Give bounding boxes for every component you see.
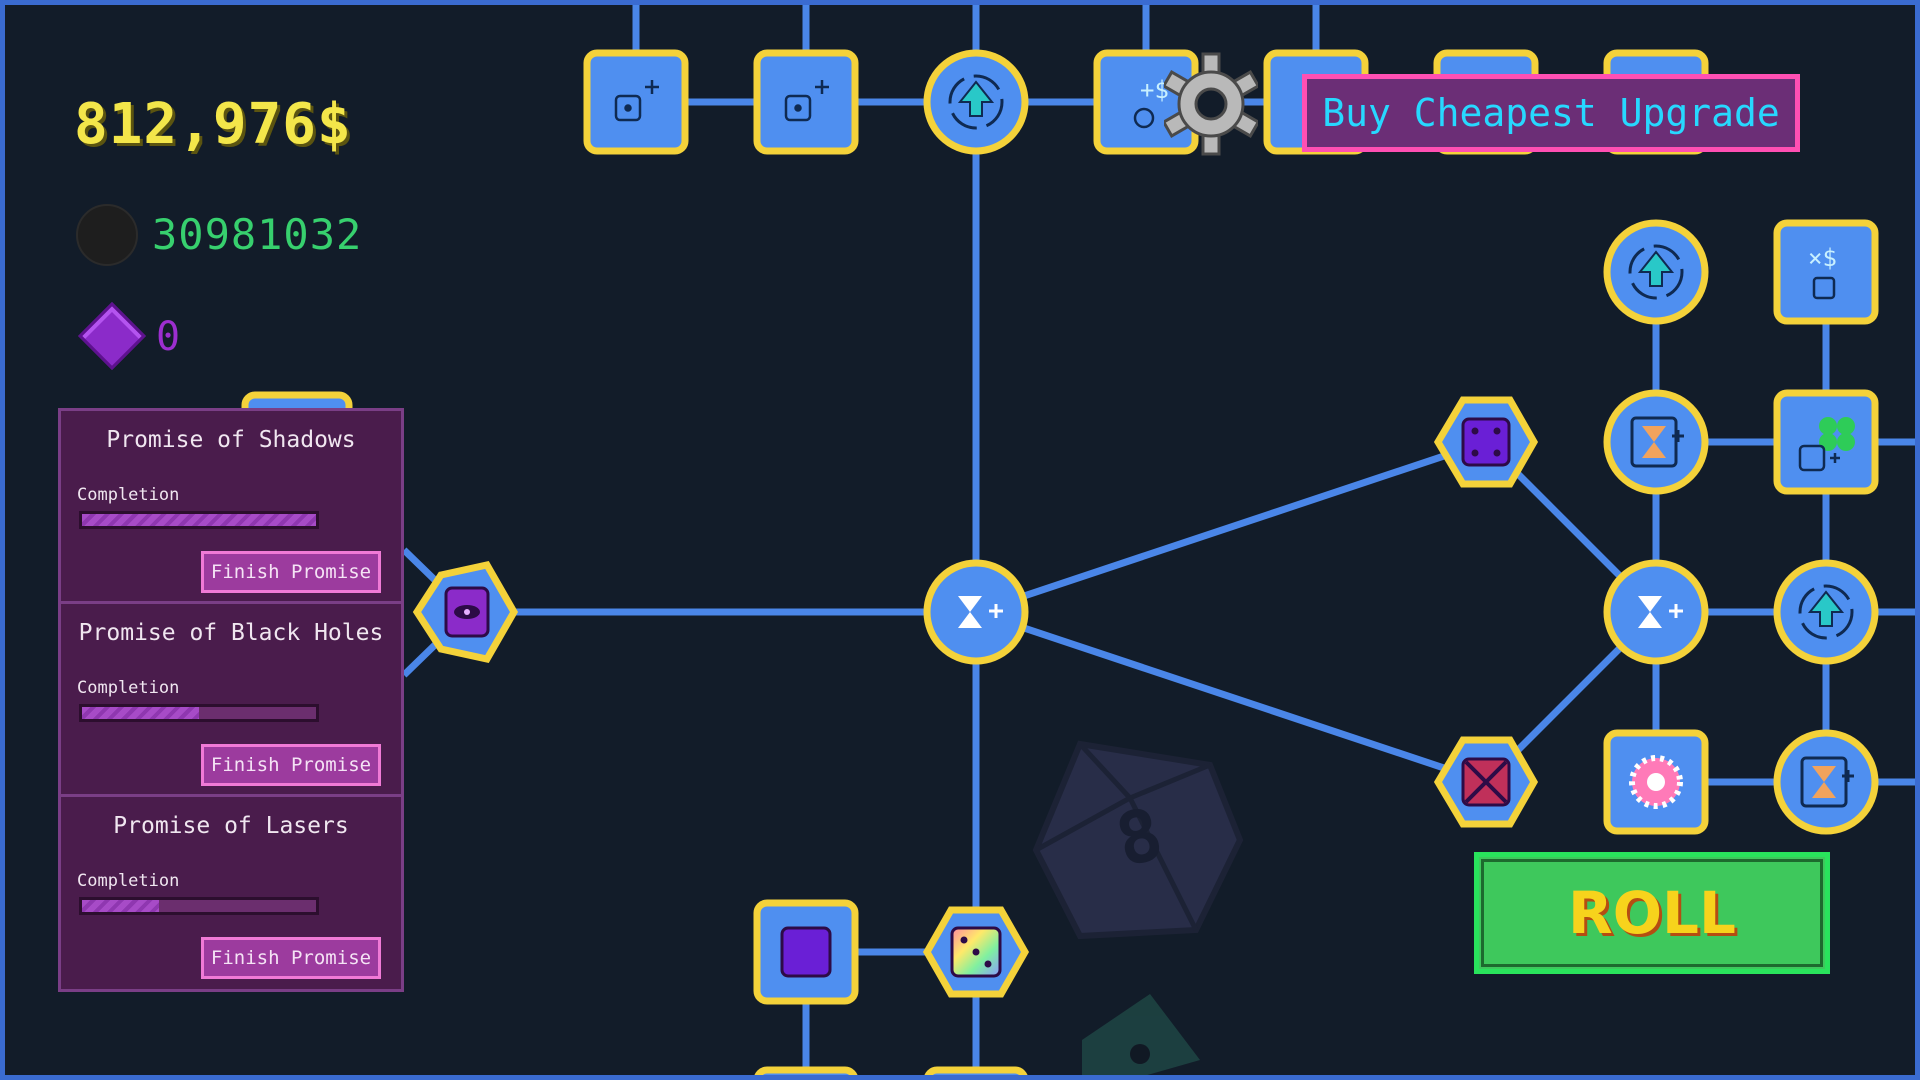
node-hourglass-upgrade[interactable] <box>1603 389 1709 495</box>
hourglass-plus-icon <box>1638 596 1683 628</box>
node-dice-upgrade[interactable] <box>583 49 689 155</box>
node-reroll-right[interactable] <box>1603 219 1709 325</box>
promise-card: Promise of Shadows Completion Finish Pro… <box>61 411 401 604</box>
reroll-arrow-icon <box>1628 244 1684 300</box>
hourglass-plus-icon <box>1630 416 1684 468</box>
node-partial-bottom[interactable] <box>753 1066 859 1080</box>
promise-title: Promise of Black Holes <box>78 620 384 646</box>
multiplier-dollar-icon: +$ <box>1133 76 1169 129</box>
promise-progress-fill <box>82 900 160 912</box>
svg-text:+$: +$ <box>1140 76 1169 104</box>
promise-completion-label: Completion <box>77 871 180 891</box>
reroll-arrow-icon <box>948 74 1004 130</box>
finish-promise-button[interactable]: Finish Promise <box>201 937 381 979</box>
money-counter: 812,976$ <box>74 92 352 157</box>
promise-progress-fill <box>82 707 199 719</box>
background-die: 8 <box>1032 740 1244 940</box>
node-purple-die[interactable] <box>1433 396 1539 488</box>
reroll-arrow-icon <box>1798 584 1854 640</box>
promise-progress-bar <box>79 511 319 529</box>
crossed-die-icon <box>1461 757 1511 807</box>
dice-currency-icon <box>76 204 138 266</box>
promise-card: Promise of Black Holes Completion Finish… <box>61 604 401 797</box>
dice-plus-icon <box>614 80 659 122</box>
hourglass-plus-icon <box>1800 756 1854 808</box>
svg-text:×$: ×$ <box>1808 244 1837 272</box>
node-crossed-die[interactable] <box>1433 736 1539 828</box>
eye-icon <box>444 586 490 638</box>
node-eye-upgrade[interactable] <box>412 561 519 663</box>
node-reroll-upgrade[interactable] <box>923 49 1029 155</box>
node-partial-bottom[interactable] <box>923 1066 1029 1080</box>
node-dice-upgrade[interactable] <box>753 49 859 155</box>
node-multiplier-dice[interactable]: ×$ <box>1773 219 1879 325</box>
rainbow-die-icon <box>950 926 1002 978</box>
finish-promise-button[interactable]: Finish Promise <box>201 551 381 593</box>
node-hourglass-center[interactable] <box>923 559 1029 665</box>
hourglass-plus-icon <box>958 596 1003 628</box>
purple-die-icon <box>1461 417 1511 467</box>
node-clover-upgrade[interactable] <box>1773 389 1879 495</box>
node-hourglass-dice[interactable] <box>1773 729 1879 835</box>
gem-counter: 0 <box>156 314 181 360</box>
roll-button[interactable]: ROLL <box>1474 852 1830 974</box>
settings-gear-icon[interactable] <box>1164 52 1258 156</box>
promise-completion-label: Completion <box>77 678 180 698</box>
dice-plus-icon <box>784 80 829 122</box>
promise-progress-fill <box>82 514 316 526</box>
node-hourglass-hub[interactable] <box>1603 559 1709 665</box>
flower-icon <box>1629 755 1683 809</box>
finish-promise-button[interactable]: Finish Promise <box>201 744 381 786</box>
node-flower-upgrade[interactable] <box>1603 729 1709 835</box>
promise-progress-bar <box>79 897 319 915</box>
promise-completion-label: Completion <box>77 485 180 505</box>
background-die-shard <box>1082 994 1200 1080</box>
purple-die-icon <box>780 926 832 978</box>
dice-counter: 30981032 <box>152 210 363 259</box>
promise-progress-bar <box>79 704 319 722</box>
promise-title: Promise of Shadows <box>106 427 356 453</box>
promises-panel: Promise of Shadows Completion Finish Pro… <box>58 408 404 992</box>
node-purple-die-bottom[interactable] <box>753 899 859 1005</box>
multiplier-dollar-icon: ×$ <box>1808 244 1837 300</box>
node-reroll-upgrade[interactable] <box>1773 559 1879 665</box>
node-rainbow-die[interactable] <box>922 906 1030 998</box>
clover-icon <box>1798 417 1855 472</box>
promise-title: Promise of Lasers <box>113 813 349 839</box>
promise-card: Promise of Lasers Completion Finish Prom… <box>61 797 401 990</box>
buy-cheapest-upgrade-button[interactable]: Buy Cheapest Upgrade <box>1302 74 1800 152</box>
